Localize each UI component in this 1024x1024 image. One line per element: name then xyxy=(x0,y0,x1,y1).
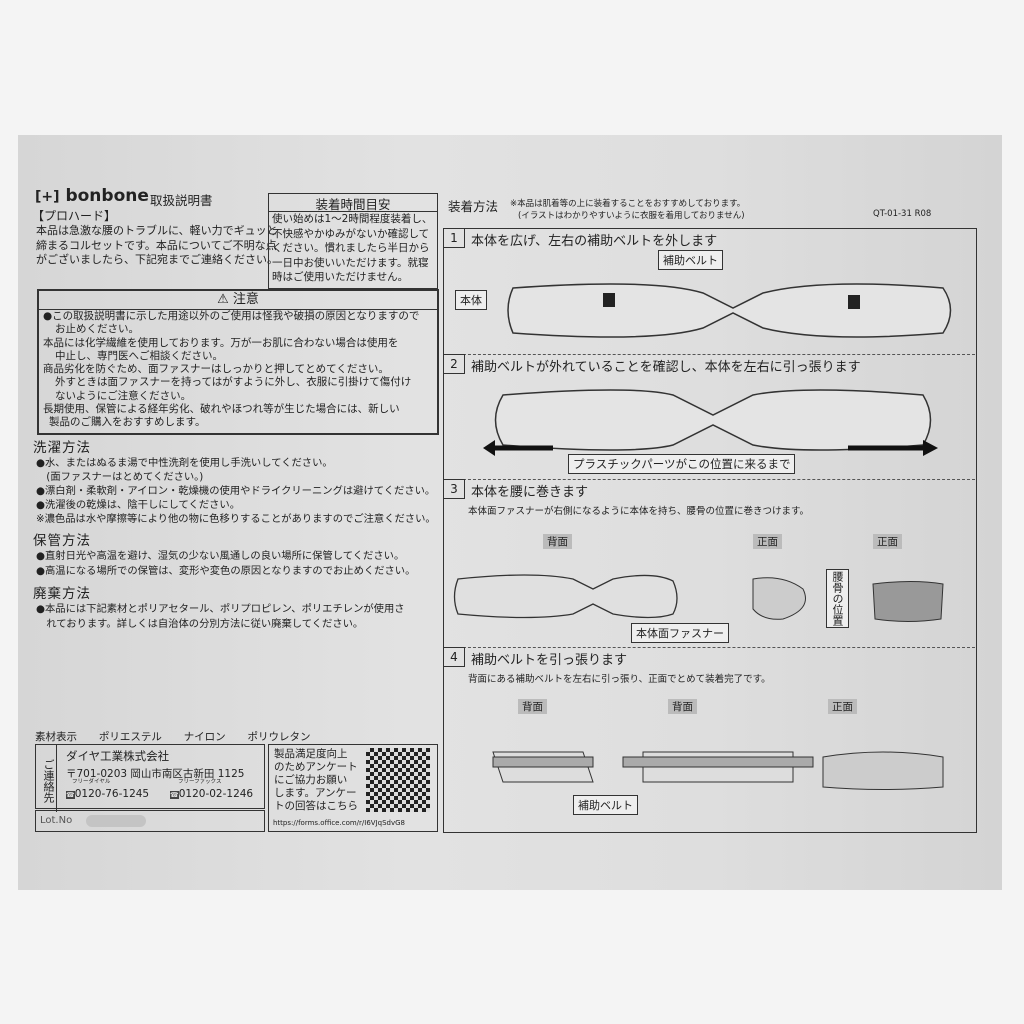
tel-number: ☎0120-76-1245 xyxy=(66,788,150,800)
contact-box: ご連絡先 ダイヤ工業株式会社 〒701-0203 岡山市南区古新田 1125 フ… xyxy=(35,744,265,812)
doc-title: 取扱説明書 xyxy=(150,193,213,208)
label-back: 背面 xyxy=(668,699,697,714)
warning-triangle-icon: ⚠ xyxy=(217,292,229,307)
storage-text: ●直射日光や高温を避け、湿気の少ない風通しの良い場所に保管してください。●高温に… xyxy=(36,550,416,577)
lot-number-redacted xyxy=(86,815,146,827)
label-front: 正面 xyxy=(753,534,782,549)
step-number: 4 xyxy=(443,647,465,667)
step-number: 1 xyxy=(443,228,465,248)
label-back: 背面 xyxy=(543,534,572,549)
caution-item: この取扱説明書に示した用途以外のご使用は怪我や破損の原因となりますのでお止めくだ… xyxy=(43,310,437,337)
wear-time-text: 使い始めは1〜2時間程度装着し、不快感やかゆみがないか確認してください。慣れまし… xyxy=(272,213,433,283)
caution-header: ⚠ 注意 xyxy=(39,291,437,310)
pulling-illustration xyxy=(492,751,944,790)
label-assist-belt: 補助ベルト xyxy=(573,795,638,815)
washing-text: ●水、またはぬるま湯で中性洗剤を使用し手洗いしてください。 (面ファスナーはとめ… xyxy=(36,457,436,525)
qr-code[interactable] xyxy=(366,748,430,812)
step-title: 本体を腰に巻きます xyxy=(471,485,589,500)
document-code: QT-01-31 R08 xyxy=(873,209,932,219)
step-1: 1 本体を広げ、左右の補助ベルトを外します 補助ベルト 本体 xyxy=(443,228,975,355)
step-subtitle: 本体面ファスナーが右側になるように本体を持ち、腰骨の位置に巻きつけます。 xyxy=(468,506,810,517)
brand-logo: [+] bonbone xyxy=(35,186,149,206)
intro-text: 本品は急激な腰のトラブルに、軽い力でギュッと締まるコルセットです。本品についてご… xyxy=(36,224,278,266)
wear-time-box: 装着時間目安 使い始めは1〜2時間程度装着し、不快感やかゆみがないか確認してくだ… xyxy=(268,193,438,289)
label-body: 本体 xyxy=(455,290,487,310)
belt-stretch-illustration xyxy=(483,389,938,456)
product-name: 【プロハード】 xyxy=(32,209,117,223)
fax-label: フリーファックス xyxy=(178,779,222,785)
belt-illustration xyxy=(507,283,952,338)
contact-label: ご連絡先 xyxy=(36,745,57,812)
label-front: 正面 xyxy=(873,534,902,549)
step-subtitle: 背面にある補助ベルトを左右に引っ張り、正面でとめて装着完了です。 xyxy=(468,674,771,685)
caution-list: この取扱説明書に示した用途以外のご使用は怪我や破損の原因となりますのでお止めくだ… xyxy=(39,310,437,430)
step-number: 3 xyxy=(443,479,465,499)
washing-title: 洗濯方法 xyxy=(33,440,91,456)
howto-title: 装着方法 xyxy=(448,199,499,214)
howto-box xyxy=(443,228,977,833)
disposal-title: 廃棄方法 xyxy=(33,586,91,602)
step-2: 2 補助ベルトが外れていることを確認し、本体を左右に引っ張ります プラスチックパ… xyxy=(443,354,975,480)
lot-box: Lot.No xyxy=(35,810,265,832)
wear-time-title: 装着時間目安 xyxy=(269,194,437,212)
caution-item: 商品劣化を防ぐため、面ファスナーはしっかりと押してとめてください。外すときは面フ… xyxy=(43,363,412,402)
step-title: 本体を広げ、左右の補助ベルトを外します xyxy=(471,234,718,249)
label-assist-belt: 補助ベルト xyxy=(658,250,723,270)
care-sections: 洗濯方法 ●水、またはぬるま湯で中性洗剤を使用し手洗いしてください。 (面ファス… xyxy=(33,436,436,632)
address: 〒701-0203 岡山市南区古新田 1125 xyxy=(66,768,245,780)
label-front: 正面 xyxy=(828,699,857,714)
label-back: 背面 xyxy=(518,699,547,714)
wrapping-illustration xyxy=(453,574,944,622)
company-name: ダイヤ工業株式会社 xyxy=(66,749,170,763)
label-hip-bone-position: 腰骨の位置 xyxy=(826,569,849,628)
survey-url[interactable]: https://forms.office.com/r/I6VJqSdvG8 xyxy=(273,819,405,827)
survey-text: 製品満足度向上のためアンケートにご協力お願いします。アンケートの回答はこちら xyxy=(274,748,358,812)
step-4: 4 補助ベルトを引っ張ります 背面にある補助ベルトを左右に引っ張り、正面でとめて… xyxy=(443,647,975,831)
step-3: 3 本体を腰に巻きます 本体面ファスナーが右側になるように本体を持ち、腰骨の位置… xyxy=(443,479,975,648)
tel-label: フリーダイヤル xyxy=(72,779,111,785)
step-title: 補助ベルトが外れていることを確認し、本体を左右に引っ張ります xyxy=(471,360,861,375)
fax-number: ☎0120-02-1246 xyxy=(170,788,254,800)
storage-title: 保管方法 xyxy=(33,533,91,549)
caution-item: 本品には化学繊維を使用しております。万が一お肌に合わない場合は使用を中止し、専門… xyxy=(43,336,399,362)
step-title: 補助ベルトを引っ張ります xyxy=(471,653,628,668)
howto-note: ※本品は肌着等の上に装着することをおすすめしております。(イラストはわかりやすい… xyxy=(510,199,746,221)
materials: 素材表示 ポリエステル ナイロン ポリウレタン xyxy=(35,731,311,743)
caution-item: 長期使用、保管による経年劣化、破れやほつれ等が生じた場合には、新しい製品のご購入… xyxy=(43,403,400,429)
label-body-fastener: 本体面ファスナー xyxy=(631,623,729,643)
lot-label: Lot.No xyxy=(40,815,73,826)
caution-box: ⚠ 注意 この取扱説明書に示した用途以外のご使用は怪我や破損の原因となりますので… xyxy=(37,289,439,435)
survey-box: 製品満足度向上のためアンケートにご協力お願いします。アンケートの回答はこちら h… xyxy=(268,744,438,832)
step-number: 2 xyxy=(443,354,465,374)
disposal-text: ●本品には下記素材とポリアセタール、ポリプロピレン、ポリエチレンが使用さ れてお… xyxy=(36,603,405,630)
label-plastic-part: プラスチックパーツがこの位置に来るまで xyxy=(568,454,796,474)
